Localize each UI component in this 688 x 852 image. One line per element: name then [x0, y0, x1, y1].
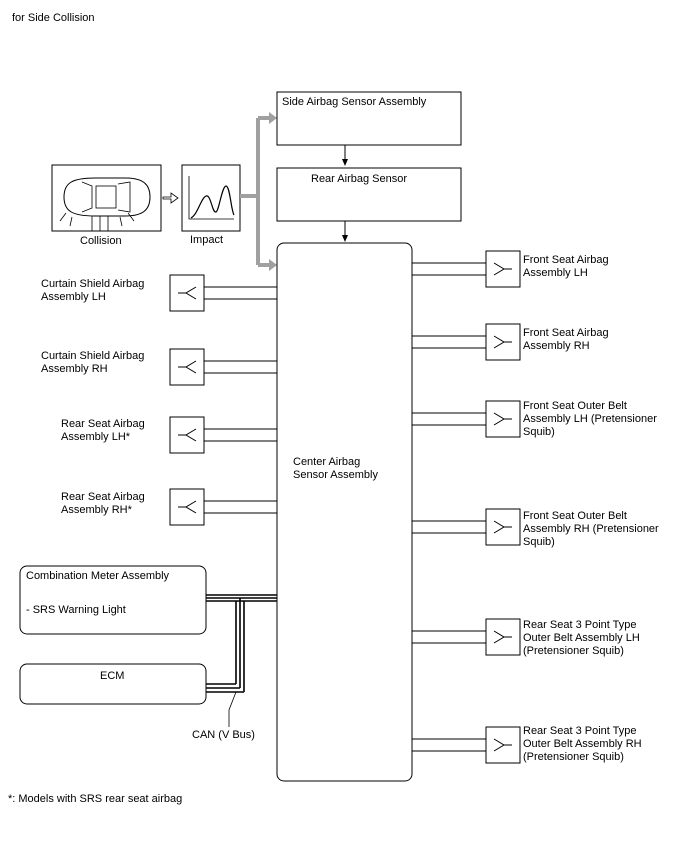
center-airbag-sensor-label: Center Airbag Sensor Assembly — [293, 456, 378, 481]
rear-airbag-sensor-box — [276, 167, 462, 222]
curtain-shield-lh-label: Curtain Shield Airbag Assembly LH — [41, 278, 145, 303]
footnote: *: Models with SRS rear seat airbag — [8, 793, 183, 805]
impact-label: Impact — [190, 234, 224, 246]
combination-meter-box — [19, 565, 207, 635]
impact-graph-icon — [181, 164, 241, 232]
rear-seat-airbag-rh-label: Rear Seat Airbag Assembly RH* — [61, 491, 145, 516]
side-airbag-sensor-label: Side Airbag Sensor Assembly — [282, 96, 427, 108]
front-seat-outer-belt-rh-label: Front Seat Outer Belt Assembly RH (Prete… — [523, 510, 659, 548]
rear-seat-airbag-lh-label: Rear Seat Airbag Assembly LH* — [61, 418, 145, 443]
combination-meter-title: Combination Meter Assembly — [26, 570, 170, 582]
rear-seat-3pt-belt-lh-label: Rear Seat 3 Point Type Outer Belt Assemb… — [523, 619, 640, 657]
impact-signal-arrows — [240, 112, 277, 271]
collision-icon — [51, 164, 162, 232]
ecm-label: ECM — [100, 670, 125, 682]
diagram-title: for Side Collision — [12, 12, 95, 24]
hollow-arrow-icon — [162, 192, 179, 204]
left-output-connections — [169, 274, 277, 526]
side-airbag-sensor-box — [276, 91, 462, 146]
can-bus-lines — [206, 594, 277, 727]
collision-label: Collision — [80, 235, 122, 247]
rear-airbag-sensor-label: Rear Airbag Sensor — [311, 173, 407, 185]
right-output-connections — [412, 250, 521, 764]
rear-seat-3pt-belt-rh-label: Rear Seat 3 Point Type Outer Belt Assemb… — [523, 725, 642, 763]
srs-warning-light-label: - SRS Warning Light — [26, 604, 126, 616]
front-seat-airbag-rh-label: Front Seat Airbag Assembly RH — [523, 327, 609, 352]
front-seat-airbag-lh-label: Front Seat Airbag Assembly LH — [523, 254, 609, 279]
front-seat-outer-belt-lh-label: Front Seat Outer Belt Assembly LH (Prete… — [523, 400, 657, 438]
curtain-shield-rh-label: Curtain Shield Airbag Assembly RH — [41, 350, 145, 375]
can-bus-label: CAN (V Bus) — [192, 729, 255, 741]
center-airbag-sensor-box — [276, 242, 413, 782]
